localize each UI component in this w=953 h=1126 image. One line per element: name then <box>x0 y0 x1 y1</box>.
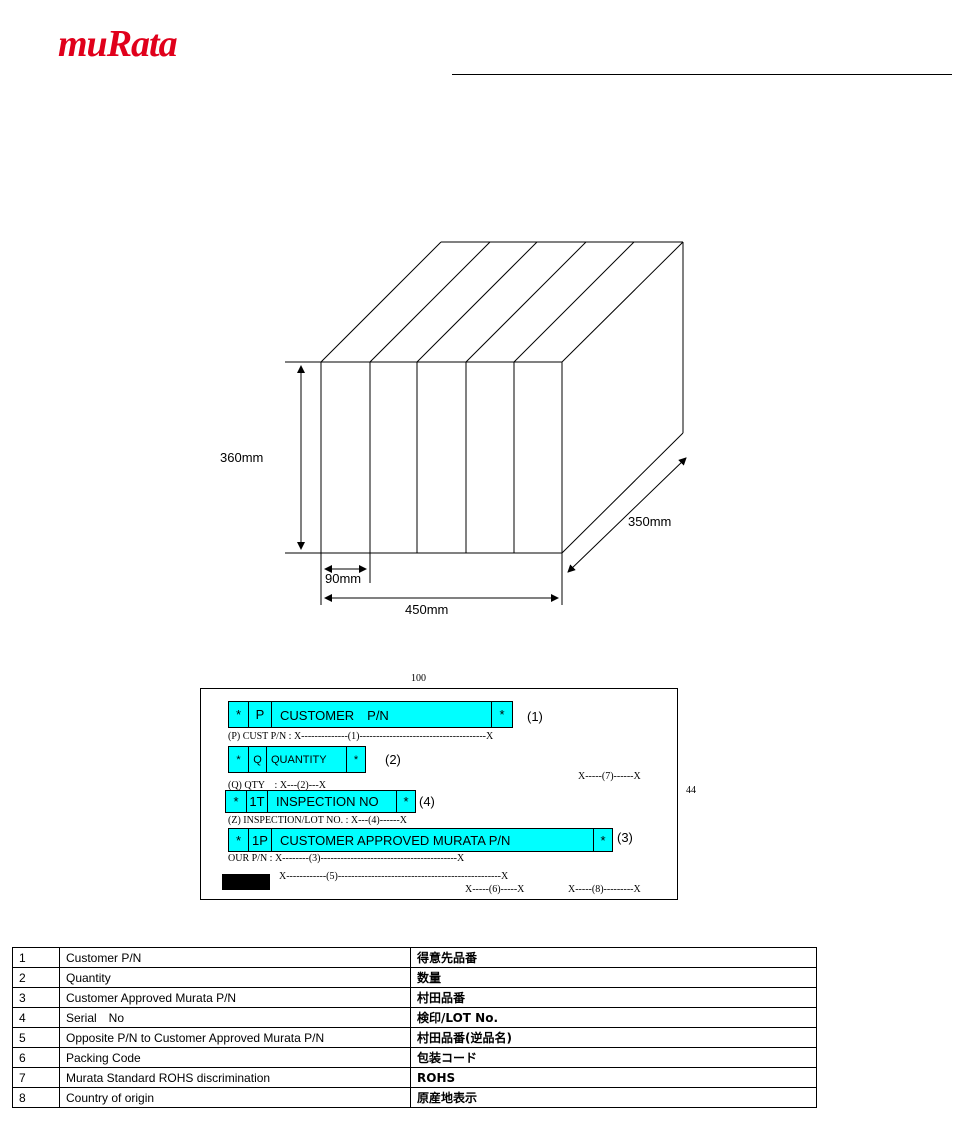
bar-start-char: * <box>229 747 249 772</box>
barcode-inspection-no: * 1T INSPECTION NO * <box>225 790 416 813</box>
legend-japanese: 原産地表示 <box>410 1087 817 1108</box>
legend-number: 7 <box>12 1067 60 1088</box>
ref-4: (4) <box>419 794 435 809</box>
bar-text: CUSTOMER P/N <box>272 702 492 727</box>
legend-number: 6 <box>12 1047 60 1068</box>
bar-end-char: * <box>353 753 359 766</box>
legend-japanese: 村田品番(逆品名) <box>410 1027 817 1048</box>
ref-2: (2) <box>385 752 401 767</box>
legend-japanese: 得意先品番 <box>410 947 817 968</box>
legend-number: 1 <box>12 947 60 968</box>
murata-logo: muRata <box>58 23 178 65</box>
barcode-quantity: * Q QUANTITY * <box>228 746 366 773</box>
legend-number: 2 <box>12 967 60 988</box>
legend-english: Customer P/N <box>59 947 411 968</box>
label-width-value: 100 <box>411 673 426 684</box>
bar-text: INSPECTION NO <box>268 791 397 812</box>
legend-japanese: ROHS <box>410 1067 817 1088</box>
legend-english: Serial No <box>59 1007 411 1028</box>
ref-1: (1) <box>527 709 543 724</box>
line-field-5: X------------(5)------------------------… <box>279 871 509 882</box>
bar-end-char: * <box>403 794 409 809</box>
legend-english: Customer Approved Murata P/N <box>59 987 411 1008</box>
bar-prefix: P <box>249 702 272 727</box>
bar-start-char: * <box>226 791 247 812</box>
height-label: 360mm <box>220 450 263 465</box>
legend-english: Country of origin <box>59 1087 411 1108</box>
line-field-8: X-----(8)---------X <box>568 884 641 895</box>
header-rule <box>452 74 952 75</box>
legend-english: Opposite P/N to Customer Approved Murata… <box>59 1027 411 1048</box>
line-field-6: X-----(6)-----X <box>465 884 525 895</box>
legend-japanese: 検印/LOT No. <box>410 1007 817 1028</box>
legend-english: Quantity <box>59 967 411 988</box>
legend-english: Packing Code <box>59 1047 411 1068</box>
line-cust-pn: (P) CUST P/N : X--------------(1)-------… <box>228 731 494 742</box>
legend-number: 5 <box>12 1027 60 1048</box>
line-inspection: (Z) INSPECTION/LOT NO. : X---(4)------X <box>228 815 407 826</box>
line-our-pn: OUR P/N : X--------(3)------------------… <box>228 853 465 864</box>
bar-end-char: * <box>600 832 606 848</box>
bar-start-char: * <box>229 702 249 727</box>
legend-number: 8 <box>12 1087 60 1108</box>
legend-japanese: 数量 <box>410 967 817 988</box>
bar-prefix: 1P <box>249 829 272 851</box>
legend-number: 3 <box>12 987 60 1008</box>
barcode-customer-pn: * P CUSTOMER P/N * <box>228 701 513 728</box>
legend-japanese: 包装コード <box>410 1047 817 1068</box>
ref-3: (3) <box>617 830 633 845</box>
bar-start-char: * <box>229 829 249 851</box>
legend-english: Murata Standard ROHS discrimination <box>59 1067 411 1088</box>
barcode-approved-murata-pn: * 1P CUSTOMER APPROVED MURATA P/N * <box>228 828 613 852</box>
bar-end-char: * <box>499 707 505 722</box>
slot-label: 90mm <box>325 571 361 586</box>
depth-dimension-arrow <box>567 457 687 573</box>
box-front-face <box>320 361 563 554</box>
width-label: 450mm <box>405 602 448 617</box>
label-height-value: 44 <box>686 785 696 796</box>
bar-prefix: 1T <box>247 791 268 812</box>
bar-text: QUANTITY <box>267 747 347 772</box>
legend-japanese: 村田品番 <box>410 987 817 1008</box>
label-sample-frame <box>200 688 678 900</box>
blacked-out-area <box>222 874 270 890</box>
bar-prefix: Q <box>249 747 267 772</box>
line-field-7: X-----(7)------X <box>578 771 641 782</box>
bar-text: CUSTOMER APPROVED MURATA P/N <box>272 829 594 851</box>
legend-number: 4 <box>12 1007 60 1028</box>
depth-label: 350mm <box>628 514 671 529</box>
line-qty: (Q) QTY : X---(2)---X <box>228 780 326 791</box>
